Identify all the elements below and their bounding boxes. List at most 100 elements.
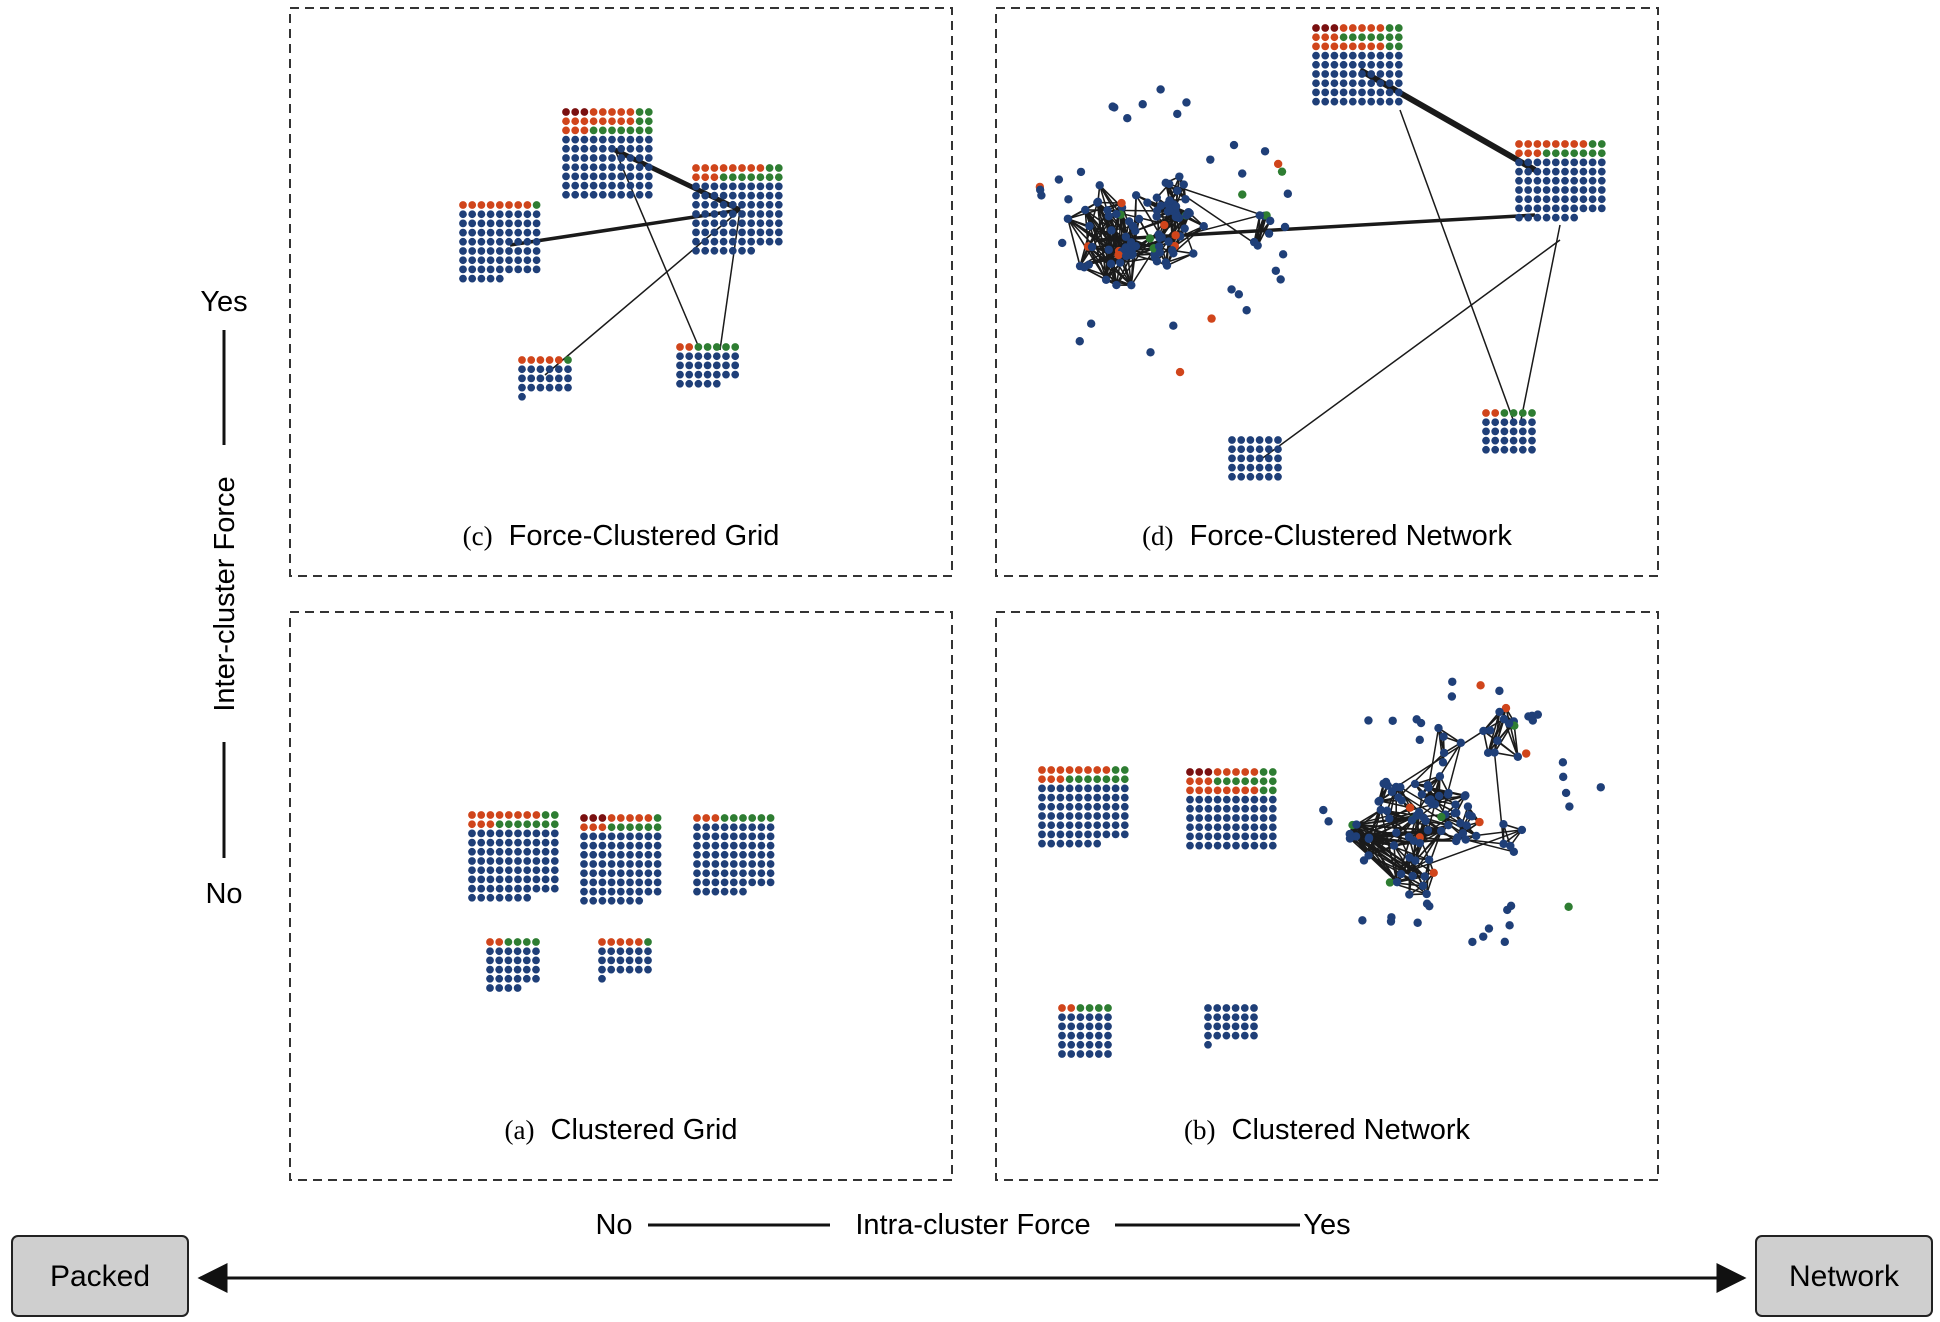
node xyxy=(1117,198,1126,208)
node xyxy=(711,832,720,841)
node xyxy=(1482,445,1490,454)
node xyxy=(616,965,625,974)
panel-c-frame xyxy=(289,7,953,577)
node xyxy=(644,956,652,965)
node xyxy=(765,164,774,172)
node xyxy=(598,896,607,905)
node xyxy=(550,838,559,847)
node xyxy=(1321,51,1330,60)
node xyxy=(486,847,495,856)
node xyxy=(523,228,532,237)
node xyxy=(626,850,634,859)
panel-a-clustered-grid xyxy=(468,811,775,992)
node xyxy=(1597,158,1606,167)
node xyxy=(589,887,598,896)
node xyxy=(738,173,746,182)
node xyxy=(702,878,711,887)
node xyxy=(694,370,703,379)
node xyxy=(1424,796,1433,805)
node xyxy=(616,878,625,887)
node xyxy=(580,887,588,896)
node xyxy=(1241,823,1250,832)
node xyxy=(1561,186,1569,194)
node xyxy=(1204,1013,1212,1022)
node xyxy=(702,887,711,896)
node xyxy=(710,210,719,218)
node xyxy=(1462,821,1471,830)
node xyxy=(495,938,504,946)
node xyxy=(1182,98,1191,107)
edge xyxy=(1067,202,1122,220)
node xyxy=(1232,814,1240,822)
node xyxy=(635,860,644,868)
node xyxy=(1058,1031,1066,1040)
node xyxy=(711,887,720,896)
node xyxy=(1076,1004,1085,1012)
node xyxy=(1104,1013,1112,1022)
node xyxy=(1204,768,1213,776)
node xyxy=(1451,800,1460,809)
node xyxy=(1513,752,1523,761)
node xyxy=(1364,716,1373,725)
node xyxy=(532,956,540,965)
node xyxy=(486,857,495,865)
node xyxy=(738,164,746,172)
node xyxy=(1324,817,1333,826)
node xyxy=(719,182,728,191)
node xyxy=(459,228,467,237)
node xyxy=(1339,51,1348,60)
node xyxy=(495,829,504,838)
node xyxy=(1250,823,1259,832)
node xyxy=(1561,204,1569,213)
node xyxy=(1093,766,1102,774)
node xyxy=(644,887,653,896)
node xyxy=(486,201,495,209)
node xyxy=(459,247,467,255)
node xyxy=(1222,814,1231,822)
node xyxy=(1472,831,1481,841)
node xyxy=(580,163,589,172)
node xyxy=(692,228,700,237)
node xyxy=(527,383,536,392)
node xyxy=(541,829,550,838)
node xyxy=(617,126,626,135)
node xyxy=(702,823,711,832)
node xyxy=(653,832,662,841)
edge xyxy=(1367,809,1382,856)
node xyxy=(504,965,513,974)
node xyxy=(739,814,747,822)
node xyxy=(1312,70,1320,78)
node xyxy=(1509,409,1518,417)
node xyxy=(505,228,513,237)
node xyxy=(747,228,756,237)
node xyxy=(1232,795,1240,804)
edge xyxy=(1368,844,1395,857)
node xyxy=(1463,802,1473,811)
node xyxy=(598,163,607,172)
node xyxy=(1517,825,1527,835)
node xyxy=(1195,814,1204,822)
node xyxy=(1358,916,1367,925)
node xyxy=(607,832,616,841)
node xyxy=(625,938,634,946)
edge xyxy=(1519,224,1561,426)
node xyxy=(1339,42,1348,51)
node xyxy=(1330,33,1339,42)
edge xyxy=(1253,215,1261,243)
node xyxy=(1348,33,1357,42)
node xyxy=(1495,686,1504,696)
node xyxy=(626,841,634,850)
node xyxy=(1093,802,1102,811)
node xyxy=(1522,749,1531,758)
node xyxy=(1533,213,1542,222)
node xyxy=(580,144,589,153)
node xyxy=(1195,768,1204,776)
node xyxy=(1274,454,1282,463)
node xyxy=(1524,158,1533,167)
node xyxy=(1410,779,1420,789)
grid-cluster-2 xyxy=(692,164,783,255)
node xyxy=(617,163,626,172)
node xyxy=(1491,445,1500,454)
grid-cluster-1 xyxy=(562,108,653,199)
